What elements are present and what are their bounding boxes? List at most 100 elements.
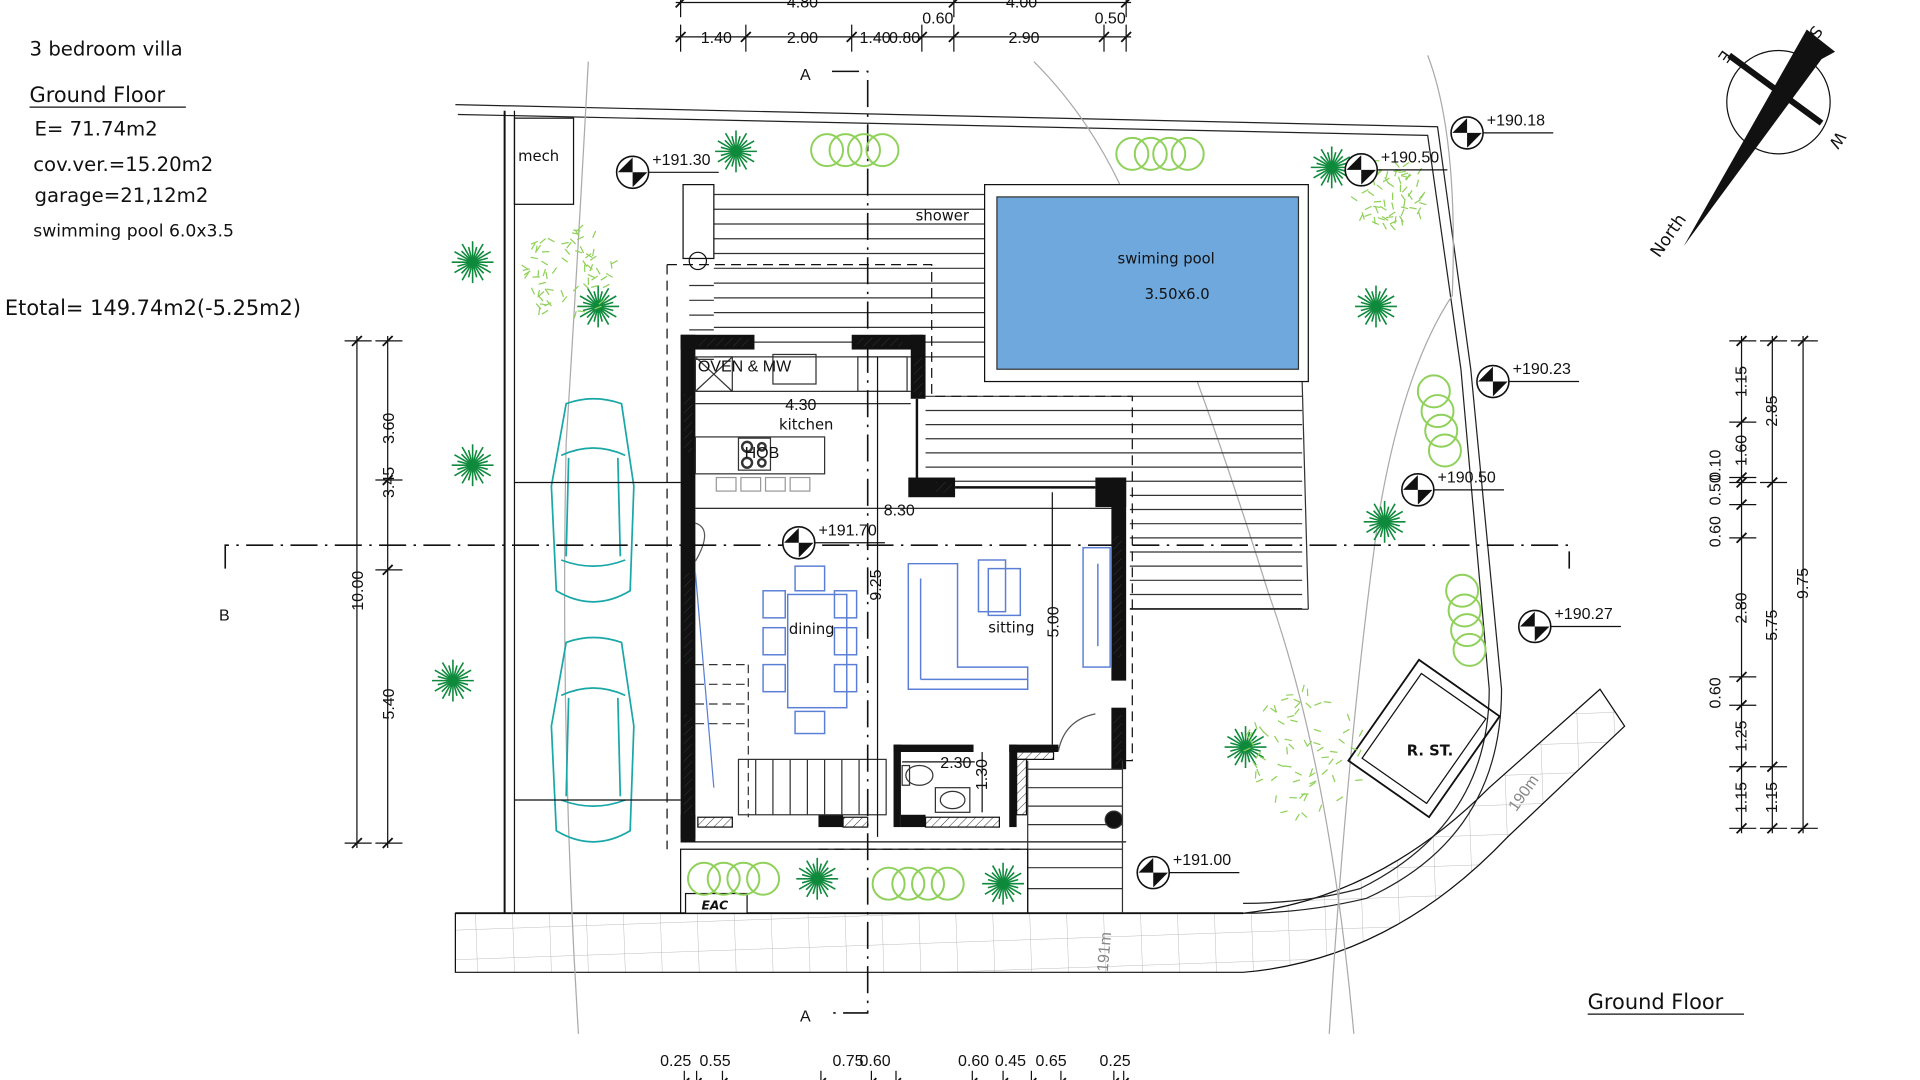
level-marker-label: +190.50	[1438, 469, 1496, 486]
right-dimension-a-label: 1.15	[1733, 782, 1750, 813]
palm-tree-icon	[1364, 501, 1406, 543]
compass-east: E	[1714, 47, 1735, 66]
shower-stand	[683, 185, 714, 259]
compass-north: North	[1647, 210, 1691, 261]
interior-dimension-label: 2.30	[940, 755, 971, 772]
area-total: Etotal= 149.74m2(-5.25m2)	[5, 296, 301, 320]
level-marker-label: +191.70	[818, 522, 876, 539]
storage-label: R. ST.	[1407, 743, 1453, 760]
top-detail-dimension-label: 2.00	[787, 30, 818, 47]
top-detail-dimension-label: 0.80	[889, 30, 920, 47]
mech-label: mech	[518, 148, 559, 165]
kitchen-label: kitchen	[779, 417, 833, 434]
palm-tree-icon	[982, 863, 1024, 905]
tree-canopy-icon	[1244, 685, 1363, 821]
level-marker-label: +190.18	[1487, 113, 1545, 130]
right-dimension-a-label: 1.15	[1733, 366, 1750, 397]
dining-table	[763, 566, 857, 733]
level-marker: +191.70	[783, 522, 885, 558]
level-marker: +191.30	[617, 152, 719, 188]
right-dimension-b-label: 5.75	[1764, 610, 1781, 641]
shrub-icon	[1446, 575, 1485, 666]
shrub-icon	[1418, 375, 1461, 466]
right-dimension-a-label: 1.25	[1733, 720, 1750, 751]
level-marker-label: +191.00	[1173, 852, 1231, 869]
level-marker-label: +190.27	[1554, 606, 1612, 623]
palm-tree-icon	[577, 286, 619, 328]
palm-tree-icon	[432, 660, 474, 702]
area-summary: 3 bedroom villa Ground Floor E= 71.74m2 …	[5, 37, 301, 320]
left-dimension-label: 3.60	[381, 413, 398, 444]
top-detail-dimension-label: 2.90	[1008, 30, 1039, 47]
right-dimension-a-label: 0.60	[1708, 516, 1725, 547]
interior-dimension-label: 4.30	[785, 397, 816, 414]
bottom-dimension-label: 0.55	[700, 1053, 731, 1070]
level-marker: +190.18	[1451, 113, 1553, 149]
hob-label: HOB	[745, 445, 780, 462]
top-detail-dimension-label: 1.40	[701, 30, 732, 47]
interior-dimension-label: 9.25	[868, 569, 885, 600]
level-marker-label: +190.23	[1513, 361, 1571, 378]
shrub-icon	[811, 134, 898, 166]
sitting-label: sitting	[988, 620, 1034, 637]
palm-tree-icon	[1355, 286, 1397, 328]
top-detail-dimension-label: 1.40	[860, 30, 891, 47]
shower-drain	[689, 252, 706, 269]
floor-heading: Ground Floor	[30, 83, 166, 107]
right-dimension-c-label: 9.75	[1795, 568, 1812, 599]
eac-label: EAC	[702, 899, 729, 913]
level-marker: +190.27	[1519, 606, 1621, 642]
right-dimension-a-label: 1.60	[1733, 435, 1750, 466]
storage-room	[1348, 660, 1499, 817]
left-total-dimension-label: 10.00	[350, 571, 367, 611]
palm-tree-icon	[715, 130, 757, 172]
project-title: 3 bedroom villa	[30, 37, 183, 60]
right-dimension-a-label: 2.80	[1733, 592, 1750, 623]
interior-dimension-label: 1.30	[974, 759, 991, 790]
top-overall-dimension-label: 4.80	[787, 0, 818, 11]
palm-tree-icon	[1225, 726, 1267, 768]
area-covered-veranda: cov.ver.=15.20m2	[33, 153, 213, 176]
shrub-icon	[873, 868, 964, 900]
bottom-dimension-label: 0.25	[660, 1053, 691, 1070]
wc-fixtures	[902, 766, 970, 813]
entrance-steps	[1028, 761, 1123, 914]
interior-dimension-label: 5.00	[1045, 606, 1062, 637]
footer-title: Ground Floor	[1588, 990, 1724, 1014]
swimming-pool	[997, 197, 1299, 369]
section-a-label-bottom: A	[800, 1009, 811, 1026]
right-dimension-b-label: 2.85	[1764, 395, 1781, 426]
level-marker-label: +191.30	[652, 152, 710, 169]
bottom-dimension-label: 0.60	[860, 1053, 891, 1070]
level-marker: +190.23	[1477, 361, 1579, 397]
bottom-dimension-label: 0.60	[958, 1053, 989, 1070]
top-overall-dimension-label: 4.00	[1006, 0, 1037, 11]
compass-west: W	[1825, 128, 1850, 152]
palm-tree-icon	[452, 241, 494, 283]
shower-label: shower	[916, 207, 970, 224]
left-dimension-label: 3.45	[381, 467, 398, 498]
interior-dimension-label: 8.30	[884, 503, 915, 520]
area-garage: garage=21,12m2	[34, 184, 208, 207]
palm-tree-icon	[796, 858, 838, 900]
staircase	[695, 572, 886, 817]
sitting-sofa	[908, 548, 1110, 690]
car-bottom	[551, 638, 633, 842]
level-marker: +191.00	[1137, 852, 1239, 888]
area-pool: swimming pool 6.0x3.5	[33, 221, 234, 241]
dining-label: dining	[789, 621, 835, 638]
level-marker-label: +190.50	[1381, 149, 1439, 166]
north-arrow: North S E W	[1647, 22, 1850, 261]
level-marker: +190.50	[1402, 469, 1504, 505]
left-dimension-label: 5.40	[381, 688, 398, 719]
top-detail-dimension-label: 0.50	[1095, 10, 1126, 27]
pool-size: 3.50x6.0	[1145, 286, 1210, 303]
right-dimension-a-label: 0.60	[1708, 677, 1725, 708]
top-detail-dimension-label: 0.60	[922, 10, 953, 27]
shrub-icon	[1116, 138, 1203, 170]
shrub-icon	[688, 863, 779, 895]
contour-label-191: 191m	[1095, 931, 1115, 972]
section-a-label-top: A	[800, 67, 811, 84]
palm-tree-icon	[452, 444, 494, 486]
